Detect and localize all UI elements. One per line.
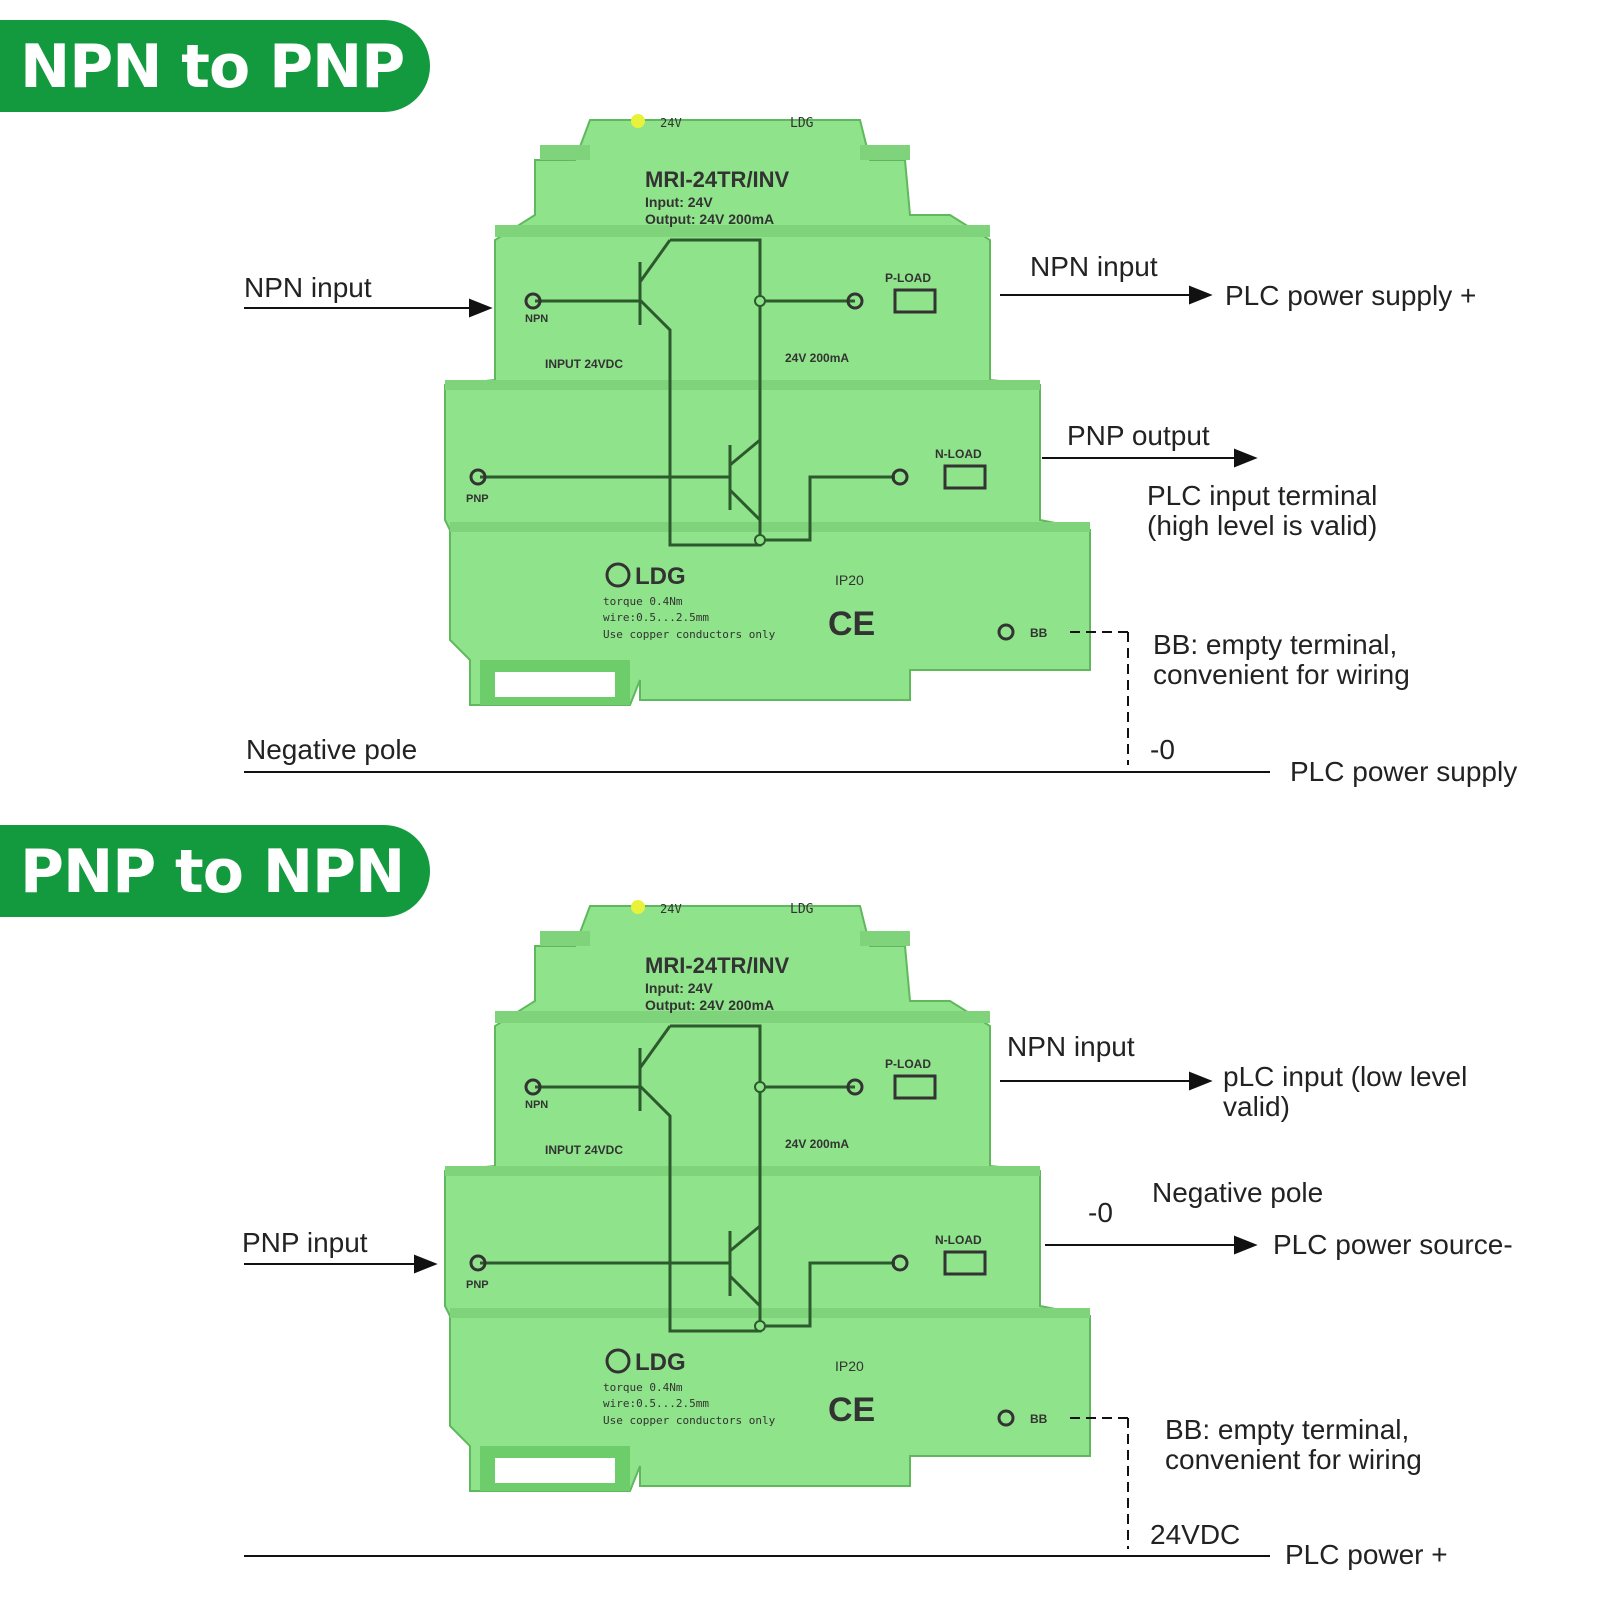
plc-power-plus-label: PLC power + [1285,1539,1448,1570]
n-load-label: N-LOAD [935,447,982,461]
pnp-terminal-icon [469,1254,487,1272]
plc-power-supply-label: PLC power supply [1290,756,1518,787]
ip20-text: IP20 [835,572,864,588]
section1-title: NPN to PNP [20,32,405,102]
bb-note-line1-label: BB: empty terminal, [1153,629,1398,660]
p-load-resistor-icon [893,1074,937,1100]
npn-input-right-label: NPN input [1030,251,1158,282]
brand-text: LDG [635,1349,686,1376]
status-led-icon [631,900,645,914]
section2-title: PNP to NPN [20,837,405,907]
plc-power-source-label: PLC power source- [1273,1229,1513,1260]
transistor-circuit [480,1024,895,1333]
bb-terminal-icon [997,623,1015,641]
transistor-circuit [480,238,895,547]
copper-text: Use copper conductors only [603,1414,776,1427]
top-brand-text: LDG [790,902,814,917]
npn-input-right-label: NPN input [1007,1031,1135,1062]
plc-input-low-line2-label: valid) [1223,1091,1290,1122]
section2-banner: PNP to NPN [0,825,430,917]
relay-module-body [444,119,1091,706]
ldg-logo-icon [605,1348,631,1374]
zero-volt-label: -0 [1088,1197,1113,1228]
status-led-icon [631,114,645,128]
ce-mark-text: CE [828,1391,875,1429]
zero-volt-label: -0 [1150,734,1175,765]
pnp-input-left-label: PNP input [242,1227,368,1258]
model-text: MRI-24TR/INV [645,167,790,192]
npn-input-left-label: NPN input [244,272,372,303]
output-spec-text: Output: 24V 200mA [645,211,774,227]
p-load-label: P-LOAD [885,271,931,285]
section1-banner: NPN to PNP [0,20,430,112]
bb-terminal-icon [997,1409,1015,1427]
bb-note-line2-label: convenient for wiring [1165,1444,1422,1475]
pnp-terminal-icon [469,468,487,486]
top-24v-text: 24V [660,902,682,916]
plc-input-line1-label: PLC input terminal [1147,480,1378,511]
bb-note-line1-label: BB: empty terminal, [1165,1414,1410,1445]
p-load-label: P-LOAD [885,1057,931,1071]
input-24vdc-label: INPUT 24VDC [545,1143,623,1157]
pnp-device-label: PNP [466,493,489,505]
negative-pole-label: Negative pole [1152,1177,1324,1208]
p-load-terminal-icon [846,292,864,310]
negative-pole-label: Negative pole [246,734,418,765]
ldg-logo-icon [605,562,631,588]
torque-text: torque 0.4Nm [603,595,683,608]
n-load-terminal-icon [891,468,909,486]
wire-text: wire:0.5...2.5mm [603,611,709,624]
output-200ma-label: 24V 200mA [785,1137,849,1151]
wiring-lines [244,285,1270,773]
p-load-terminal-icon [846,1078,864,1096]
input-spec-text: Input: 24V [645,980,713,996]
n-load-label: N-LOAD [935,1233,982,1247]
top-brand-text: LDG [790,116,814,131]
plc-input-line2-label: (high level is valid) [1147,510,1378,541]
npn-terminal-icon [524,1078,542,1096]
plc-power-plus-label: PLC power supply + [1225,280,1477,311]
relay-module-diagram-2: 24V LDG MRI-24TR/INV Input: 24V Output: … [244,900,1270,1557]
pnp-device-label: PNP [466,1279,489,1291]
input-24vdc-label: INPUT 24VDC [545,357,623,371]
model-text: MRI-24TR/INV [645,953,790,978]
relay-module-diagram-1: 24V LDG MRI-24TR/INV Input: 24V Output: … [244,114,1270,773]
wire-text: wire:0.5...2.5mm [603,1397,709,1410]
output-200ma-label: 24V 200mA [785,351,849,365]
top-24v-text: 24V [660,116,682,130]
bb-device-label: BB [1030,626,1048,640]
ce-mark-text: CE [828,605,875,643]
pnp-output-label: PNP output [1067,420,1210,451]
relay-module-body [444,905,1091,1492]
n-load-resistor-icon [943,464,987,490]
n-load-resistor-icon [943,1250,987,1276]
torque-text: torque 0.4Nm [603,1381,683,1394]
ip20-text: IP20 [835,1358,864,1374]
npn-terminal-icon [524,292,542,310]
plc-input-low-line1-label: pLC input (low level [1223,1061,1468,1092]
24vdc-label: 24VDC [1150,1519,1241,1550]
output-spec-text: Output: 24V 200mA [645,997,774,1013]
bb-note-line2-label: convenient for wiring [1153,659,1410,690]
input-spec-text: Input: 24V [645,194,713,210]
npn-device-label: NPN [525,313,548,325]
p-load-resistor-icon [893,288,937,314]
brand-text: LDG [635,563,686,590]
n-load-terminal-icon [891,1254,909,1272]
copper-text: Use copper conductors only [603,628,776,641]
wiring-lines [244,1071,1270,1557]
bb-device-label: BB [1030,1412,1048,1426]
npn-device-label: NPN [525,1099,548,1111]
